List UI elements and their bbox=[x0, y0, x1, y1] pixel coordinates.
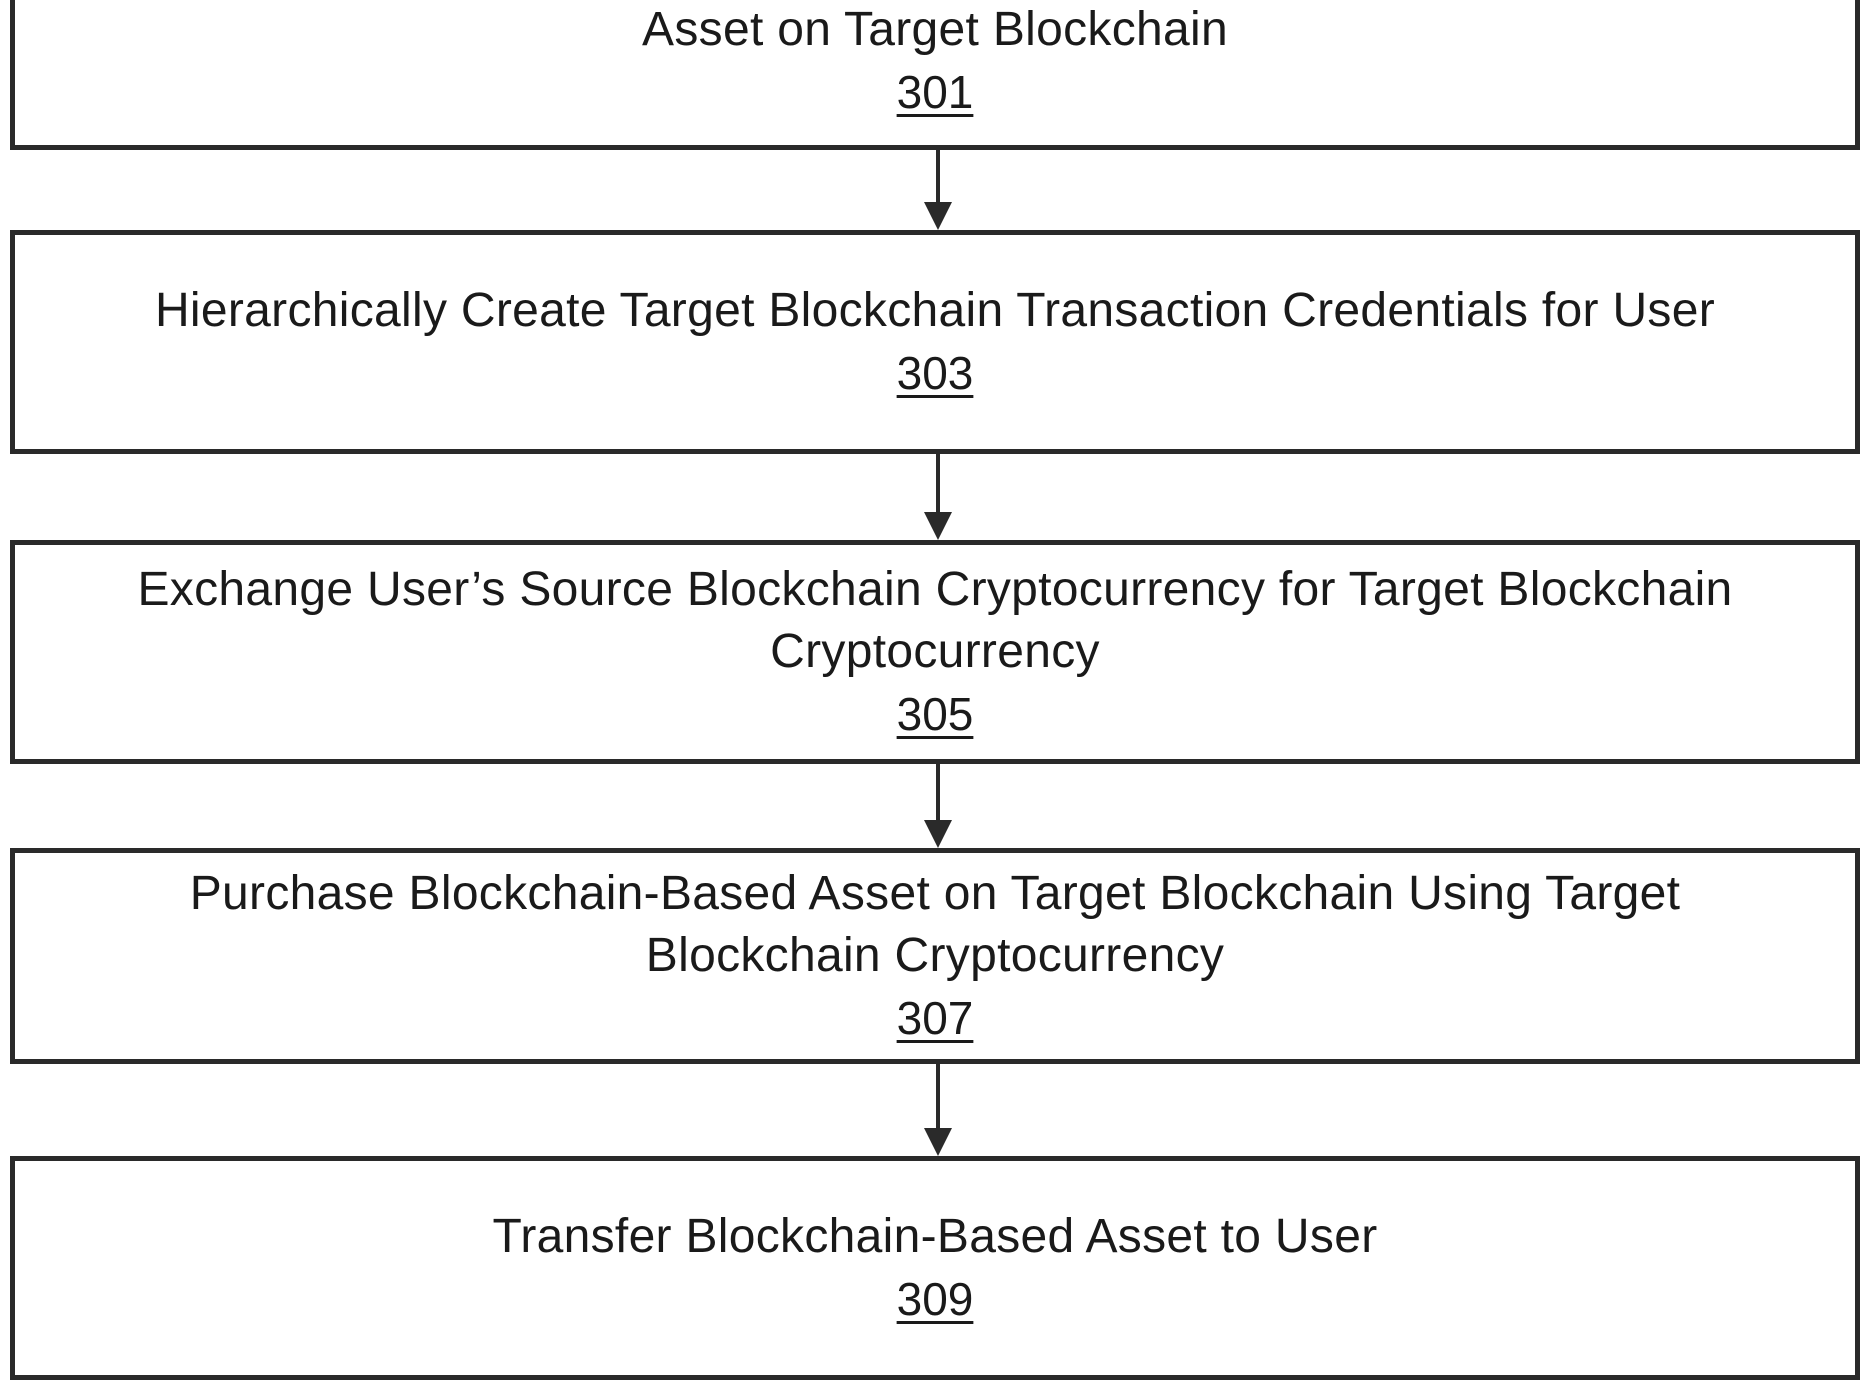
arrow-301-to-303 bbox=[933, 150, 943, 230]
step-305-label-line-2: Cryptocurrency bbox=[710, 621, 1160, 683]
step-307-ref: 307 bbox=[897, 987, 974, 1049]
step-301-label: Asset on Target Blockchain bbox=[582, 0, 1288, 61]
arrow-305-to-307 bbox=[933, 764, 943, 848]
step-303-ref: 303 bbox=[897, 342, 974, 404]
arrow-307-to-309 bbox=[933, 1064, 943, 1156]
flowchart-step-305: Exchange User’s Source Blockchain Crypto… bbox=[10, 540, 1860, 764]
step-305-label-line-1: Exchange User’s Source Blockchain Crypto… bbox=[77, 559, 1792, 621]
step-303-label: Hierarchically Create Target Blockchain … bbox=[95, 280, 1775, 342]
step-307-label-line-2: Blockchain Cryptocurrency bbox=[586, 925, 1284, 987]
step-305-ref: 305 bbox=[897, 683, 974, 745]
step-307-label-line-1: Purchase Blockchain-Based Asset on Targe… bbox=[130, 863, 1741, 925]
step-309-ref: 309 bbox=[897, 1268, 974, 1330]
flowchart-step-301: Asset on Target Blockchain 301 bbox=[10, 0, 1860, 150]
step-301-ref: 301 bbox=[897, 61, 974, 123]
step-309-label: Transfer Blockchain-Based Asset to User bbox=[433, 1206, 1438, 1268]
flowchart-step-307: Purchase Blockchain-Based Asset on Targe… bbox=[10, 848, 1860, 1064]
arrow-303-to-305 bbox=[933, 454, 943, 540]
flowchart-step-309: Transfer Blockchain-Based Asset to User … bbox=[10, 1156, 1860, 1380]
flowchart-step-303: Hierarchically Create Target Blockchain … bbox=[10, 230, 1860, 454]
